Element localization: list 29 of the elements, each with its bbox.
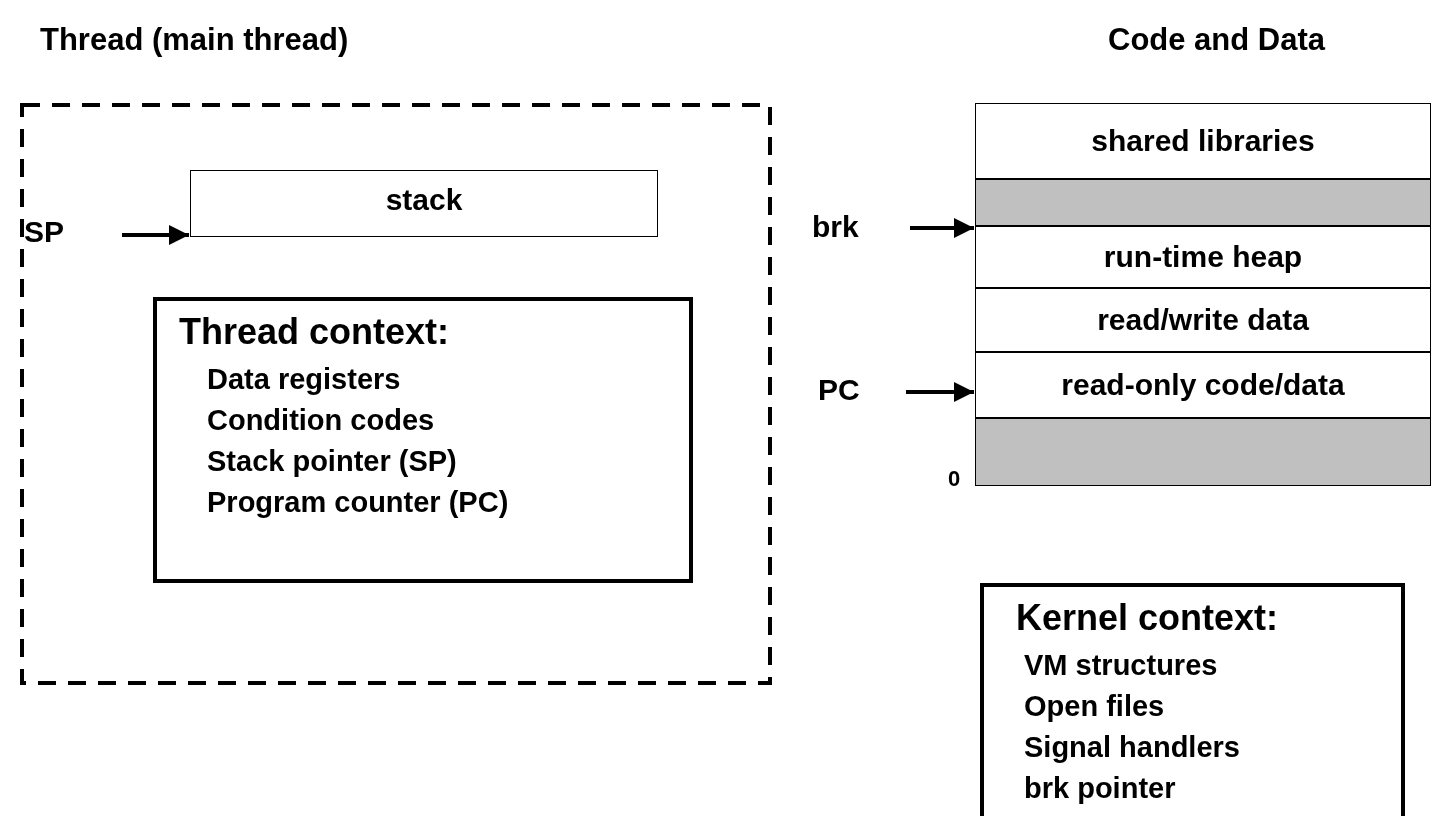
context-item: brk pointer — [1024, 771, 1177, 806]
context-heading: Thread context: — [179, 311, 451, 353]
arrow — [906, 382, 974, 402]
context-item: Condition codes — [207, 403, 436, 438]
context-item: Program counter (PC) — [207, 485, 510, 520]
stack-segment: stack — [190, 170, 658, 237]
context-item: VM structures — [1024, 648, 1219, 683]
context-box — [153, 297, 693, 583]
memory-segment: run-time heap — [975, 226, 1431, 288]
thread-boundary — [20, 103, 772, 685]
arrow — [122, 225, 189, 245]
pointer-label: SP — [24, 215, 74, 255]
memory-segment: read-only code/data — [975, 352, 1431, 418]
panel-heading: Thread (main thread) — [40, 22, 349, 58]
context-heading: Kernel context: — [1016, 597, 1280, 639]
context-box — [980, 583, 1405, 816]
memory-segment: shared libraries — [975, 103, 1431, 179]
address-label: 0 — [948, 466, 961, 492]
panel-heading: Code and Data — [1108, 22, 1326, 58]
context-item: Signal handlers — [1024, 730, 1241, 765]
memory-segment: read/write data — [975, 288, 1431, 352]
context-item: Data registers — [207, 362, 402, 397]
pointer-label: brk — [812, 210, 872, 250]
context-item: Stack pointer (SP) — [207, 444, 458, 479]
arrow — [910, 218, 974, 238]
pointer-label: PC — [818, 373, 868, 413]
unused-memory-segment — [975, 418, 1431, 486]
unused-memory-segment — [975, 179, 1431, 226]
context-item: Open files — [1024, 689, 1166, 724]
